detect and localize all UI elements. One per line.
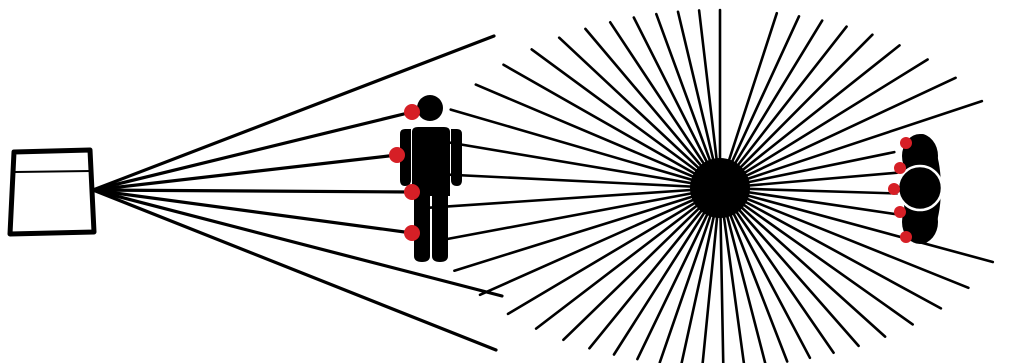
person-head — [417, 95, 443, 121]
person-top-view-icon — [898, 134, 942, 244]
person-torso — [412, 127, 450, 196]
right-ray — [720, 188, 834, 353]
right-hit-point — [888, 183, 900, 195]
directional-sensing-panel — [10, 36, 502, 350]
right-hit-point — [894, 206, 906, 218]
projector-box-icon — [10, 150, 94, 234]
omnidirectional-sensing-panel — [421, 10, 993, 363]
projector-box-outline — [10, 150, 94, 234]
person-top-head — [898, 166, 942, 210]
omnidirectional-emitter-icon — [690, 158, 750, 218]
left-hit-point — [404, 184, 420, 200]
left-hit-point — [404, 104, 420, 120]
left-ray — [93, 190, 412, 192]
person-arm-right — [451, 129, 462, 186]
projector-box-lens-line — [15, 171, 91, 172]
right-ray — [720, 35, 872, 188]
person-leg-right — [432, 194, 448, 262]
right-ray — [476, 85, 720, 188]
right-ray — [563, 188, 720, 340]
right-ray — [720, 101, 982, 188]
right-hit-point — [900, 137, 912, 149]
left-ray — [93, 190, 412, 233]
left-hit-point — [389, 147, 405, 163]
right-hit-point — [900, 231, 912, 243]
left-ray — [93, 112, 412, 190]
right-hit-point — [894, 162, 906, 174]
right-ray — [422, 188, 720, 208]
left-hit-point — [404, 225, 420, 241]
